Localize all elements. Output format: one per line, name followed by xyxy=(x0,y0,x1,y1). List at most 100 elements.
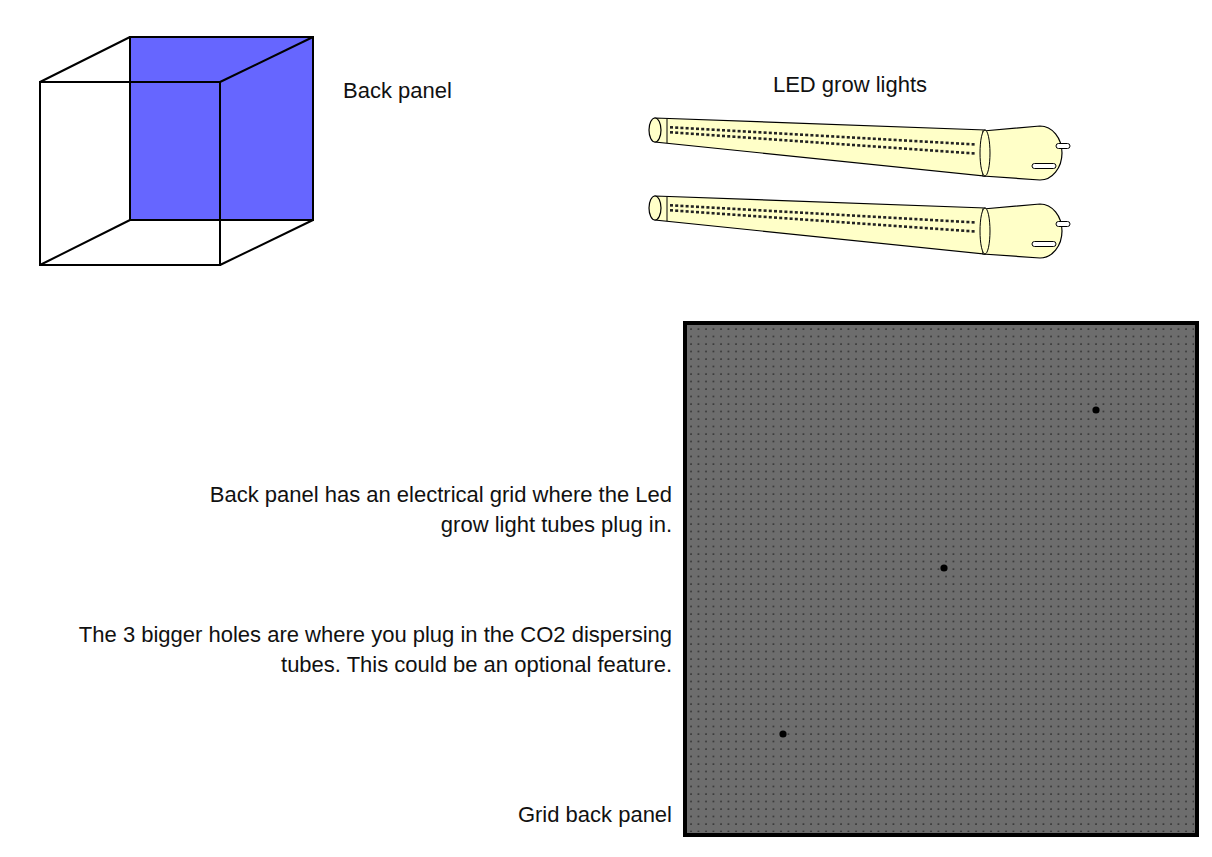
tube-pin xyxy=(1032,164,1056,169)
tube-cap xyxy=(983,126,1062,180)
led-chip xyxy=(732,135,735,138)
led-chip xyxy=(940,150,943,153)
led-chip xyxy=(831,142,834,145)
led-chip xyxy=(956,220,959,223)
led-chip xyxy=(696,128,699,131)
led-chip xyxy=(712,212,715,215)
led-chip xyxy=(930,227,933,230)
led-chip xyxy=(852,144,855,147)
led-chip xyxy=(748,208,751,211)
led-chip xyxy=(675,131,678,134)
led-chip xyxy=(826,220,829,223)
led-chip xyxy=(727,207,730,210)
tube-body xyxy=(655,196,985,254)
led-chip xyxy=(904,217,907,220)
led-tubes xyxy=(649,118,1070,258)
led-chip xyxy=(722,213,725,216)
led-chip xyxy=(894,217,897,220)
led-chip xyxy=(696,211,699,214)
led-chip xyxy=(831,135,834,138)
led-chip xyxy=(717,129,720,132)
led-chip xyxy=(805,212,808,215)
led-chip xyxy=(680,210,683,213)
led-chip xyxy=(790,217,793,220)
led-chip xyxy=(810,212,813,215)
led-chip xyxy=(920,218,923,221)
led-chip xyxy=(686,132,689,135)
led-chip xyxy=(722,207,725,210)
led-chip xyxy=(816,141,819,144)
led-chip xyxy=(670,209,673,212)
led-chip xyxy=(732,208,735,211)
led-chip xyxy=(795,133,798,136)
led-chip xyxy=(774,210,777,213)
led-chip xyxy=(732,130,735,133)
led-chip xyxy=(696,206,699,209)
led-chip xyxy=(810,134,813,137)
led-chip xyxy=(816,212,819,215)
led-chip xyxy=(821,135,824,138)
led-chip xyxy=(816,134,819,137)
led-chip xyxy=(842,136,845,139)
led-chip xyxy=(914,226,917,229)
led-chip xyxy=(805,218,808,221)
led-chip xyxy=(878,216,881,219)
tube-pin xyxy=(1056,222,1070,227)
tube-cap xyxy=(983,204,1062,258)
led-chip xyxy=(774,216,777,219)
led-chip xyxy=(795,140,798,143)
led-chip xyxy=(717,134,720,137)
cube xyxy=(40,37,313,265)
led-chip xyxy=(972,152,975,155)
led-chip xyxy=(779,139,782,142)
led-chip xyxy=(701,133,704,136)
led-chip xyxy=(727,213,730,216)
led-chip xyxy=(691,210,694,213)
led-chip xyxy=(946,228,949,231)
led-chip xyxy=(972,230,975,233)
led-chip xyxy=(805,134,808,137)
led-chip xyxy=(758,215,761,218)
led-chip xyxy=(712,128,715,131)
led-chip xyxy=(800,218,803,221)
led-chip xyxy=(743,136,746,139)
led-chip xyxy=(774,132,777,135)
led-chip xyxy=(847,136,850,139)
led-chip xyxy=(868,145,871,148)
led-chip xyxy=(769,210,772,213)
led-chip xyxy=(878,224,881,227)
led-chip xyxy=(722,129,725,132)
led-chip xyxy=(862,222,865,225)
led-chip xyxy=(764,216,767,219)
led-chip xyxy=(935,141,938,144)
led-chip xyxy=(826,142,829,145)
led-chip xyxy=(748,136,751,139)
led-chip xyxy=(706,128,709,131)
led-chip xyxy=(764,209,767,212)
led-chip xyxy=(743,130,746,133)
led-chip xyxy=(940,141,943,144)
led-chip xyxy=(691,132,694,135)
led-chip xyxy=(800,133,803,136)
led-chip xyxy=(670,126,673,129)
led-chip xyxy=(743,214,746,217)
led-chip xyxy=(899,217,902,220)
led-chip xyxy=(883,216,886,219)
led-chip xyxy=(914,140,917,143)
led-chip xyxy=(758,131,761,134)
led-chip xyxy=(899,139,902,142)
led-chip xyxy=(717,207,720,210)
led-chip xyxy=(670,204,673,207)
led-chip xyxy=(852,136,855,139)
led-chip xyxy=(670,131,673,134)
led-chip xyxy=(961,151,964,154)
led-chip xyxy=(701,211,704,214)
led-chip xyxy=(909,140,912,143)
led-chip xyxy=(675,204,678,207)
led-chip xyxy=(888,138,891,141)
led-chip xyxy=(852,222,855,225)
led-chip xyxy=(821,220,824,223)
led-chip xyxy=(956,229,959,232)
led-chip xyxy=(701,206,704,209)
led-chip xyxy=(748,130,751,133)
